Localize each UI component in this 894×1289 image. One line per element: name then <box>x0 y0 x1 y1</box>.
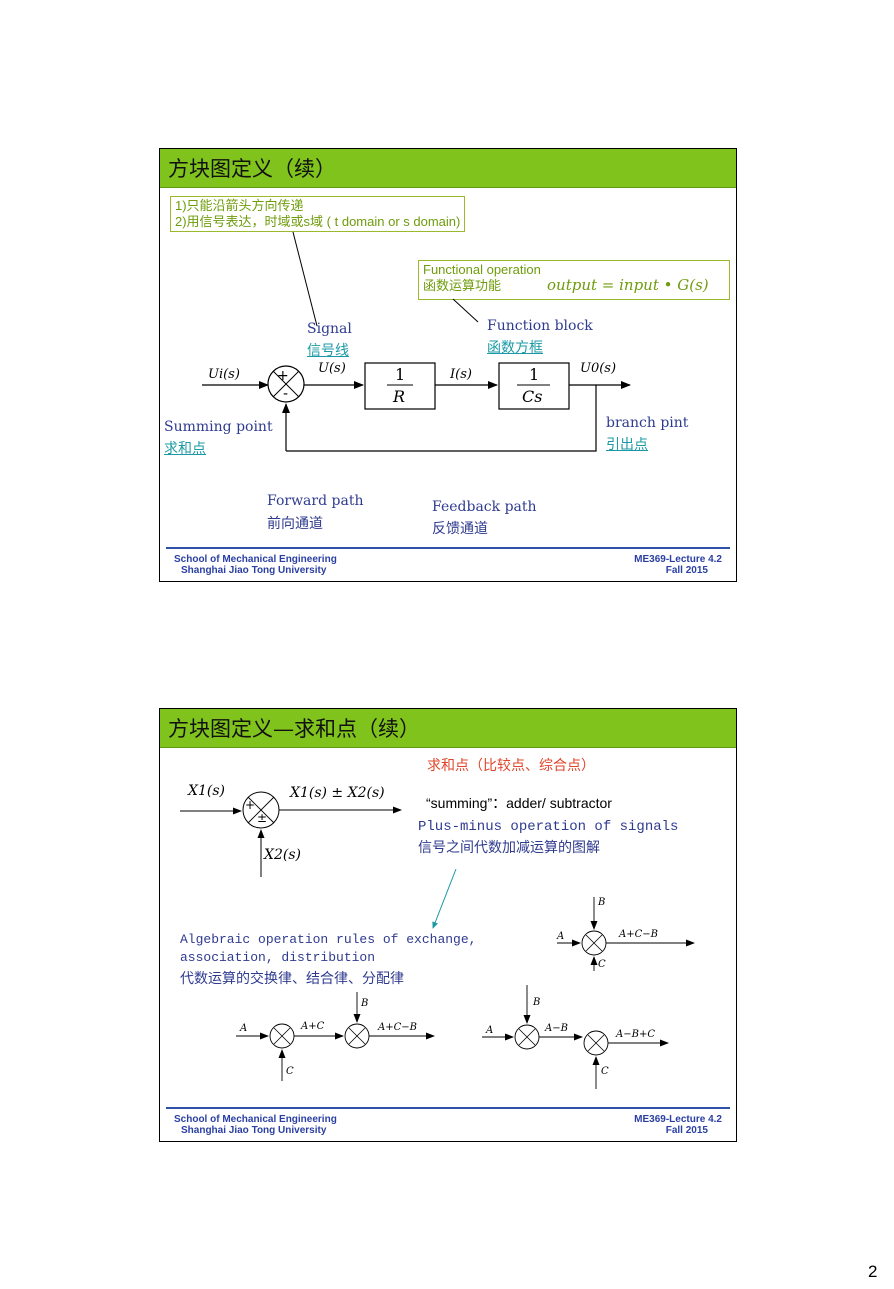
footer-lecture: ME369-Lecture 4.2 Fall 2015 <box>634 554 722 576</box>
x1-label: X1(s) <box>188 783 225 799</box>
right-output-label: A+C−B <box>619 929 658 940</box>
main-pm-sign: ± <box>257 811 268 825</box>
branch-point-label-cn: 引出点 <box>606 437 648 453</box>
block-1-denominator: R <box>393 387 406 406</box>
right-a-label: A <box>557 931 565 942</box>
bl-a-label: A <box>240 1023 248 1034</box>
block-1-numerator: 1 <box>395 365 406 384</box>
bl-apc-label: A+C <box>301 1021 325 1032</box>
functional-operation-box: Functional operation 函数运算功能 output = inp… <box>418 260 730 300</box>
summing-point-label-cn: 求和点 <box>164 441 206 457</box>
footer-divider <box>166 1107 730 1109</box>
block-diagram-svg <box>202 231 631 452</box>
block-2-denominator: Cs <box>522 387 543 406</box>
br-output-label: A−B+C <box>616 1029 655 1040</box>
bl-output-label: A+C−B <box>378 1022 417 1033</box>
signal-rule-2: 2)用信号表达，时域或s域 ( t domain or s domain) <box>175 214 461 229</box>
feedback-line <box>286 385 597 452</box>
summing-point-heading: 求和点（比较点、综合点） <box>427 758 595 774</box>
signal-rule-1: 1)只能沿箭头方向传递 <box>175 198 304 213</box>
feedback-path-label-en: Feedback path <box>432 499 537 515</box>
block-leader-line <box>452 298 479 323</box>
rules-text-en-1: Algebraic operation rules of exchange, <box>180 932 477 947</box>
br-b-label: B <box>533 997 541 1008</box>
slide-block-diagram-definition: 方块图定义（续） 1)只能沿箭头方向传递 2)用信号表达，时域或s域 ( t d… <box>159 148 737 582</box>
function-block-label-en: Function block <box>487 318 593 334</box>
function-block-label-cn: 函数方框 <box>487 340 543 356</box>
footer-school: School of Mechanical Engineering Shangha… <box>174 554 337 576</box>
signal-label-en: Signal <box>307 321 352 337</box>
functional-operation-en: Functional operation <box>423 262 541 277</box>
plus-sign: + <box>277 368 289 384</box>
slide-title-bar: 方块图定义（续） <box>160 149 736 188</box>
bl-b-label: B <box>361 998 369 1009</box>
block-2-numerator: 1 <box>529 365 540 384</box>
br-c-label: C <box>601 1066 609 1077</box>
x2-label: X2(s) <box>264 847 301 863</box>
footer-term: Fall 2015 <box>665 565 708 576</box>
footer-lecture: ME369-Lecture 4.2 Fall 2015 <box>634 1114 722 1136</box>
footer-divider <box>166 547 730 549</box>
main-plus-sign: + <box>245 798 256 812</box>
summing-diagrams-svg <box>180 791 695 1089</box>
branch-point-label-en: branch pint <box>606 415 689 431</box>
plus-minus-description-en: Plus-minus operation of signals <box>418 819 679 835</box>
right-b-label: B <box>598 897 606 908</box>
br-a-label: A <box>486 1025 494 1036</box>
output-sum-label: X1(s) ± X2(s) <box>290 785 385 801</box>
forward-path-label-en: Forward path <box>267 493 364 509</box>
summing-point-label-en: Summing point <box>164 419 273 435</box>
footer-school-name: School of Mechanical Engineering <box>174 1114 337 1125</box>
block-1-over-cs <box>498 362 570 410</box>
rules-text-cn: 代数运算的交换律、结合律、分配律 <box>180 971 404 987</box>
slide-title: 方块图定义—求和点（续） <box>168 717 420 741</box>
signal-leader-line <box>292 231 318 327</box>
pointer-arrow <box>432 868 457 929</box>
functional-operation-formula: output = input • G(s) <box>547 276 709 294</box>
slide-summing-point: 方块图定义—求和点（续） <box>159 708 737 1142</box>
rules-text-en-2: association, distribution <box>180 950 376 965</box>
minus-sign: - <box>283 386 289 402</box>
bl-c-label: C <box>286 1066 294 1077</box>
slide-title-bar: 方块图定义—求和点（续） <box>160 709 736 748</box>
block-1-over-r <box>364 362 436 410</box>
summing-description: “summing”：adder/ subtractor <box>426 795 612 811</box>
i-signal-label: I(s) <box>450 367 472 382</box>
footer-university-name: Shanghai Jiao Tong University <box>181 1125 327 1136</box>
br-amb-label: A−B <box>545 1023 568 1034</box>
page-number: 2 <box>868 1262 878 1281</box>
footer-university-name: Shanghai Jiao Tong University <box>181 565 327 576</box>
slide-title: 方块图定义（续） <box>168 157 336 181</box>
input-signal-label: Ui(s) <box>208 367 240 382</box>
forward-path-label-cn: 前向通道 <box>267 516 323 532</box>
plus-minus-description-cn: 信号之间代数加减运算的图解 <box>418 840 600 856</box>
footer-school-name: School of Mechanical Engineering <box>174 554 337 565</box>
u-signal-label: U(s) <box>318 361 346 376</box>
feedback-path-label-cn: 反馈通道 <box>432 521 488 537</box>
footer-school: School of Mechanical Engineering Shangha… <box>174 1114 337 1136</box>
footer-term: Fall 2015 <box>665 1125 708 1136</box>
footer-lecture-id: ME369-Lecture 4.2 <box>634 554 722 565</box>
signal-label-cn: 信号线 <box>307 343 349 359</box>
output-signal-label: U0(s) <box>580 361 617 376</box>
footer-lecture-id: ME369-Lecture 4.2 <box>634 1114 722 1125</box>
signal-rules-box: 1)只能沿箭头方向传递 2)用信号表达，时域或s域 ( t domain or … <box>170 196 466 232</box>
functional-operation-cn: 函数运算功能 <box>423 278 502 293</box>
right-c-label: C <box>598 959 606 970</box>
